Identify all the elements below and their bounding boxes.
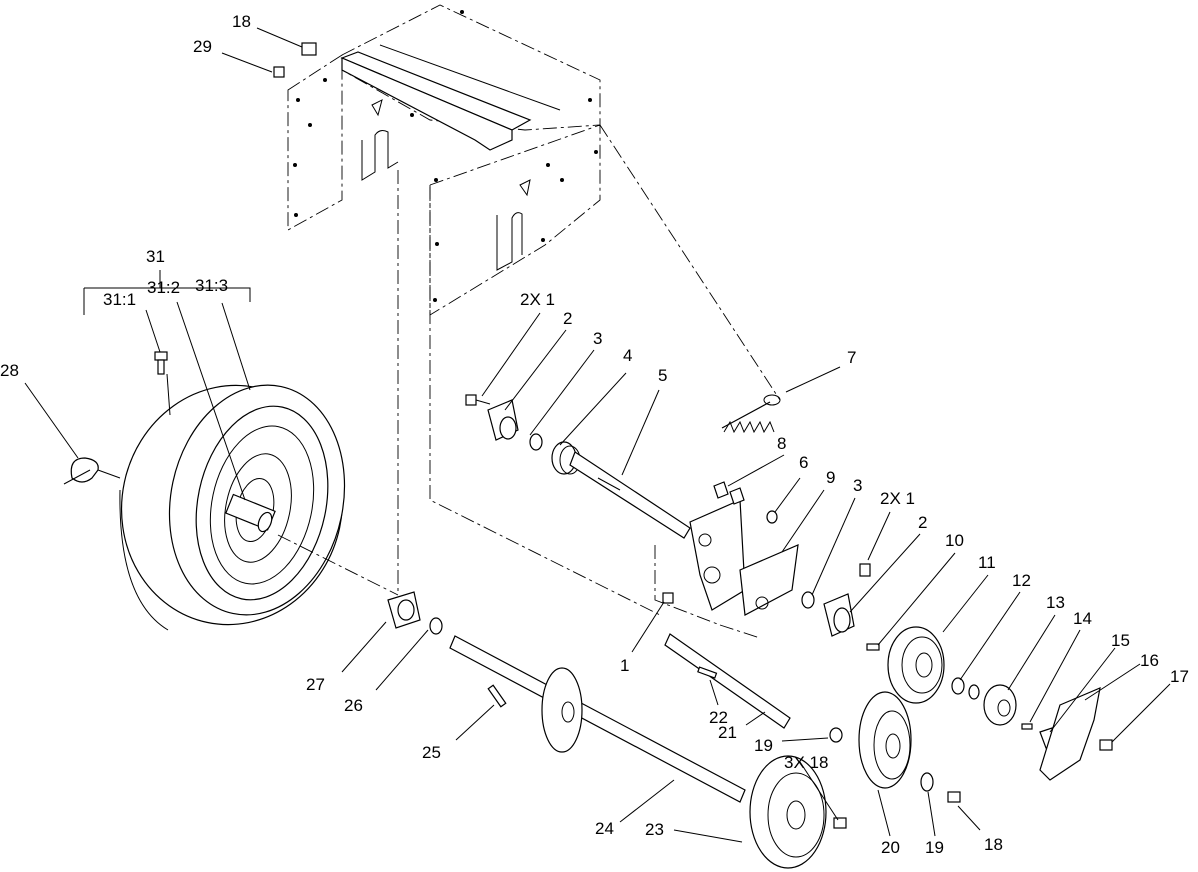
callout-15: 15	[1111, 631, 1130, 650]
callout-19-bottom: 19	[925, 838, 944, 857]
callout-2-right: 2	[918, 513, 927, 532]
lower-axle-group	[277, 534, 961, 869]
callout-26: 26	[344, 696, 363, 715]
callout-23: 23	[645, 820, 664, 839]
wheel-assembly	[119, 384, 346, 631]
callout-10: 10	[945, 531, 964, 550]
callout-2x1-right: 2X 1	[880, 489, 915, 508]
callout-8: 8	[777, 434, 786, 453]
callout-labels: 18 29 31 31:1 31:2 31:3 28 2X 1 2 3 4 5 …	[0, 12, 1189, 857]
callout-31-1: 31:1	[103, 290, 136, 309]
callout-3-left: 3	[593, 329, 602, 348]
callout-16: 16	[1140, 651, 1159, 670]
callout-1: 1	[620, 656, 629, 675]
callout-5: 5	[658, 366, 667, 385]
callout-12: 12	[1012, 571, 1031, 590]
callout-11: 11	[978, 553, 996, 572]
callout-24: 24	[595, 819, 614, 838]
callout-31-3: 31:3	[195, 276, 228, 295]
callout-2x1-left: 2X 1	[520, 290, 555, 309]
callout-9: 9	[826, 468, 835, 487]
callout-18-bottom: 18	[984, 835, 1003, 854]
callout-13: 13	[1046, 593, 1065, 612]
callout-19-mid: 19	[754, 736, 773, 755]
callout-31: 31	[146, 247, 165, 266]
callout-3-right: 3	[853, 476, 862, 495]
callout-7: 7	[847, 348, 856, 367]
hairpin-clip	[63, 457, 121, 485]
callout-25: 25	[422, 743, 441, 762]
callout-27: 27	[306, 675, 325, 694]
leader-lines	[24, 27, 1171, 843]
callout-18-top: 18	[232, 12, 251, 31]
callout-3x18: 3X 18	[784, 753, 828, 772]
callout-6: 6	[799, 453, 808, 472]
callout-31-2: 31:2	[147, 278, 180, 297]
upper-shaft-group	[465, 394, 1113, 781]
valve-stem	[154, 351, 171, 416]
callout-28: 28	[0, 361, 19, 380]
callout-4: 4	[623, 346, 632, 365]
callout-20: 20	[881, 838, 900, 857]
callout-2-left: 2	[563, 309, 572, 328]
callout-29: 29	[193, 37, 212, 56]
callout-22: 22	[709, 708, 728, 727]
callout-14: 14	[1073, 609, 1092, 628]
callout-21: 21	[718, 723, 737, 742]
top-bolts	[273, 42, 317, 78]
callout-17: 17	[1170, 667, 1189, 686]
frame-housing	[287, 4, 781, 626]
